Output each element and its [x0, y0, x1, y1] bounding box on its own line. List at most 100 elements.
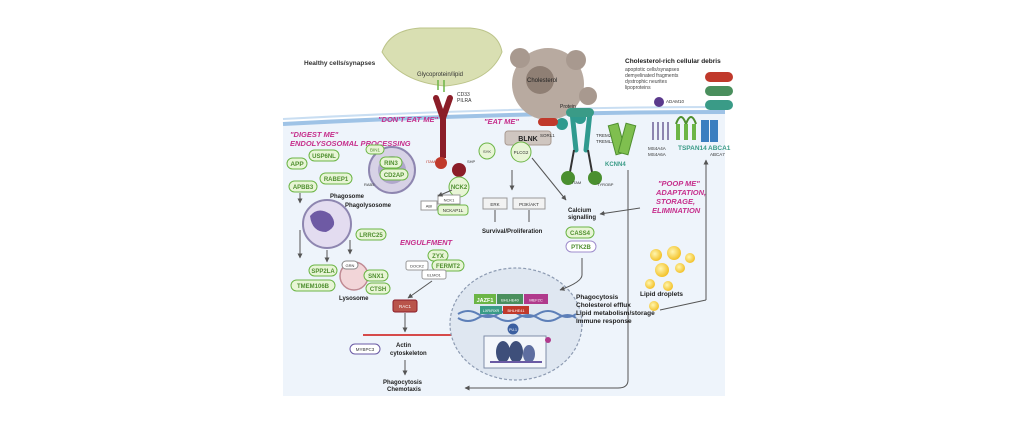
endolysosomal-label: ENDOLYSOSOMAL PROCESSING: [290, 139, 411, 148]
svg-text:ELMO1: ELMO1: [427, 273, 441, 278]
rin3-pill: RIN3: [379, 156, 403, 169]
sorl1-label: SORL1: [540, 133, 555, 138]
ptk2b-pill: PTK2B: [565, 240, 597, 253]
healthy-cells-label: Healthy cells/synapses: [304, 60, 376, 67]
chol-debris-line2: demyelinated fragments: [625, 73, 679, 79]
calcium-label: Calcium: [568, 208, 591, 214]
bin1-pill: BIN1: [365, 144, 385, 155]
spp2la-pill: SPP2LA: [308, 264, 338, 277]
mef2c-box: MEF2C: [524, 294, 548, 304]
glycoprotein-label: Glycoprotein/lipid: [417, 72, 463, 78]
elmo1-box: ELMO1: [421, 269, 447, 280]
nck1-box: NCK1: [437, 194, 461, 205]
svg-text:RAC1: RAC1: [399, 304, 412, 309]
bhlhe40-box: BHLHE40: [497, 294, 523, 304]
chromatin: [490, 341, 542, 363]
svg-text:USP6NL: USP6NL: [312, 154, 336, 160]
svg-text:SPP2LA: SPP2LA: [311, 269, 335, 275]
poop-me-label: "POOP ME": [658, 179, 700, 188]
cell-membrane: [282, 110, 726, 126]
cytoskeleton-label: cytoskeleton: [390, 351, 427, 357]
svg-text:RIN3: RIN3: [384, 161, 398, 167]
svg-text:NCK1: NCK1: [444, 198, 455, 203]
svg-text:MEF2C: MEF2C: [529, 298, 543, 303]
lipid-droplets-label: Lipid droplets: [640, 291, 683, 298]
svg-text:APP: APP: [290, 161, 304, 168]
trem2-label: TREM2: [596, 133, 612, 138]
pilra-label: PILRA: [457, 98, 472, 104]
mybpc3-pill: MYBPC3: [349, 343, 381, 355]
app-pill: APP: [286, 157, 308, 170]
svg-text:DOCK2: DOCK2: [410, 264, 425, 269]
cd2ap-pill: CD2AP: [379, 168, 409, 181]
svg-text:TMEM106B: TMEM106B: [297, 284, 330, 290]
zyx-pill: ZYX: [427, 249, 449, 262]
svg-text:NCK2: NCK2: [451, 185, 468, 191]
svg-text:SYK: SYK: [483, 149, 491, 154]
adaptation-label: ADAPTATION,: [655, 188, 706, 197]
dock2-box: DOCK2: [405, 260, 429, 271]
svg-text:BHLHE40: BHLHE40: [501, 298, 520, 303]
svg-text:BLNK: BLNK: [518, 136, 537, 143]
lrrc25-pill: LRRC25: [355, 228, 387, 241]
nckap1l-box: NCKAP1L: [437, 204, 469, 216]
cd33-label: CD33: [457, 92, 470, 98]
eat-me-label: "EAT ME": [484, 117, 519, 126]
svg-text:PI3K/AKT: PI3K/AKT: [519, 202, 539, 207]
svg-text:MYBPC3: MYBPC3: [356, 347, 375, 352]
lipid-droplets: [645, 246, 695, 311]
svg-text:PU.1: PU.1: [509, 328, 517, 332]
nuclear-output-4: Immune response: [576, 318, 632, 325]
rab5-label: RAB5: [364, 182, 375, 187]
svg-text:CASS4: CASS4: [570, 231, 591, 237]
nuclear-output-1: Phagocytosis: [576, 294, 619, 301]
dont-eat-me-label: "DON'T EAT ME": [378, 115, 438, 124]
jazf1-box: JAZF1: [474, 294, 496, 304]
phagosome-label: Phagosome: [330, 194, 365, 200]
svg-text:SNX1: SNX1: [368, 274, 384, 280]
svg-text:ERK: ERK: [490, 202, 499, 207]
protein-label: Protein: [560, 104, 576, 110]
rabep1-pill: RABEP1: [319, 172, 353, 185]
ms4a6a-label: MS4A6A: [648, 152, 666, 157]
cass4-pill: CASS4: [565, 226, 595, 239]
svg-text:PLCG2: PLCG2: [514, 150, 529, 155]
kcnn4-channel: [607, 122, 637, 156]
nuclear-output-3: Lipid metabolism/storage: [576, 310, 655, 317]
svg-text:BHLHE41: BHLHE41: [508, 309, 525, 313]
svg-text:CD2AP: CD2AP: [384, 173, 404, 179]
abca1-label: ABCA1: [708, 145, 731, 152]
itam-label-left: ITAM: [426, 159, 435, 164]
survival-label: Survival/Proliferation: [482, 229, 543, 235]
sykl-circle: SYK: [478, 142, 496, 160]
cholesterol-label: Cholesterol: [527, 78, 557, 84]
engulfment-label: ENGULFMENT: [400, 238, 453, 247]
chol-debris-line3: dystrophic neurites: [625, 79, 667, 85]
storage-label: STORAGE,: [656, 197, 695, 206]
grn-pill: GRN: [341, 260, 359, 270]
svg-text:GRN: GRN: [346, 263, 355, 268]
cd33-receptor: [433, 95, 453, 158]
svg-text:LXR/RXR: LXR/RXR: [483, 309, 500, 313]
apbb3-pill: APBB3: [288, 180, 318, 193]
phagolysosome-label: Phagolysosome: [345, 203, 392, 209]
treml2-label: TREML2: [596, 139, 614, 144]
lysosome-label: Lysosome: [339, 296, 369, 302]
signalling-label: signalling: [568, 215, 596, 221]
tspan14-label: TSPAN14: [678, 145, 707, 152]
usp6nl-pill: USP6NL: [308, 149, 340, 162]
svg-text:NCKAP1L: NCKAP1L: [443, 208, 464, 213]
chol-debris-line4: lipoproteins: [625, 85, 651, 91]
itam-label-right: ITAM: [572, 180, 581, 185]
svg-text:BIN1: BIN1: [370, 148, 381, 153]
shp-label: SHP: [467, 159, 476, 164]
nck2-circle: NCK2: [448, 176, 470, 198]
tspan14-protein: [675, 116, 697, 140]
chol-debris-line1: apoptotic cells/synapses: [625, 67, 680, 73]
snx1-pill: SNX1: [363, 269, 389, 282]
ms4a4a-label: MS4A4A: [648, 146, 666, 151]
svg-text:PTK2B: PTK2B: [571, 245, 591, 251]
abi-box: ABI: [420, 200, 438, 211]
pi3k-box: PI3K/AKT: [512, 197, 546, 210]
